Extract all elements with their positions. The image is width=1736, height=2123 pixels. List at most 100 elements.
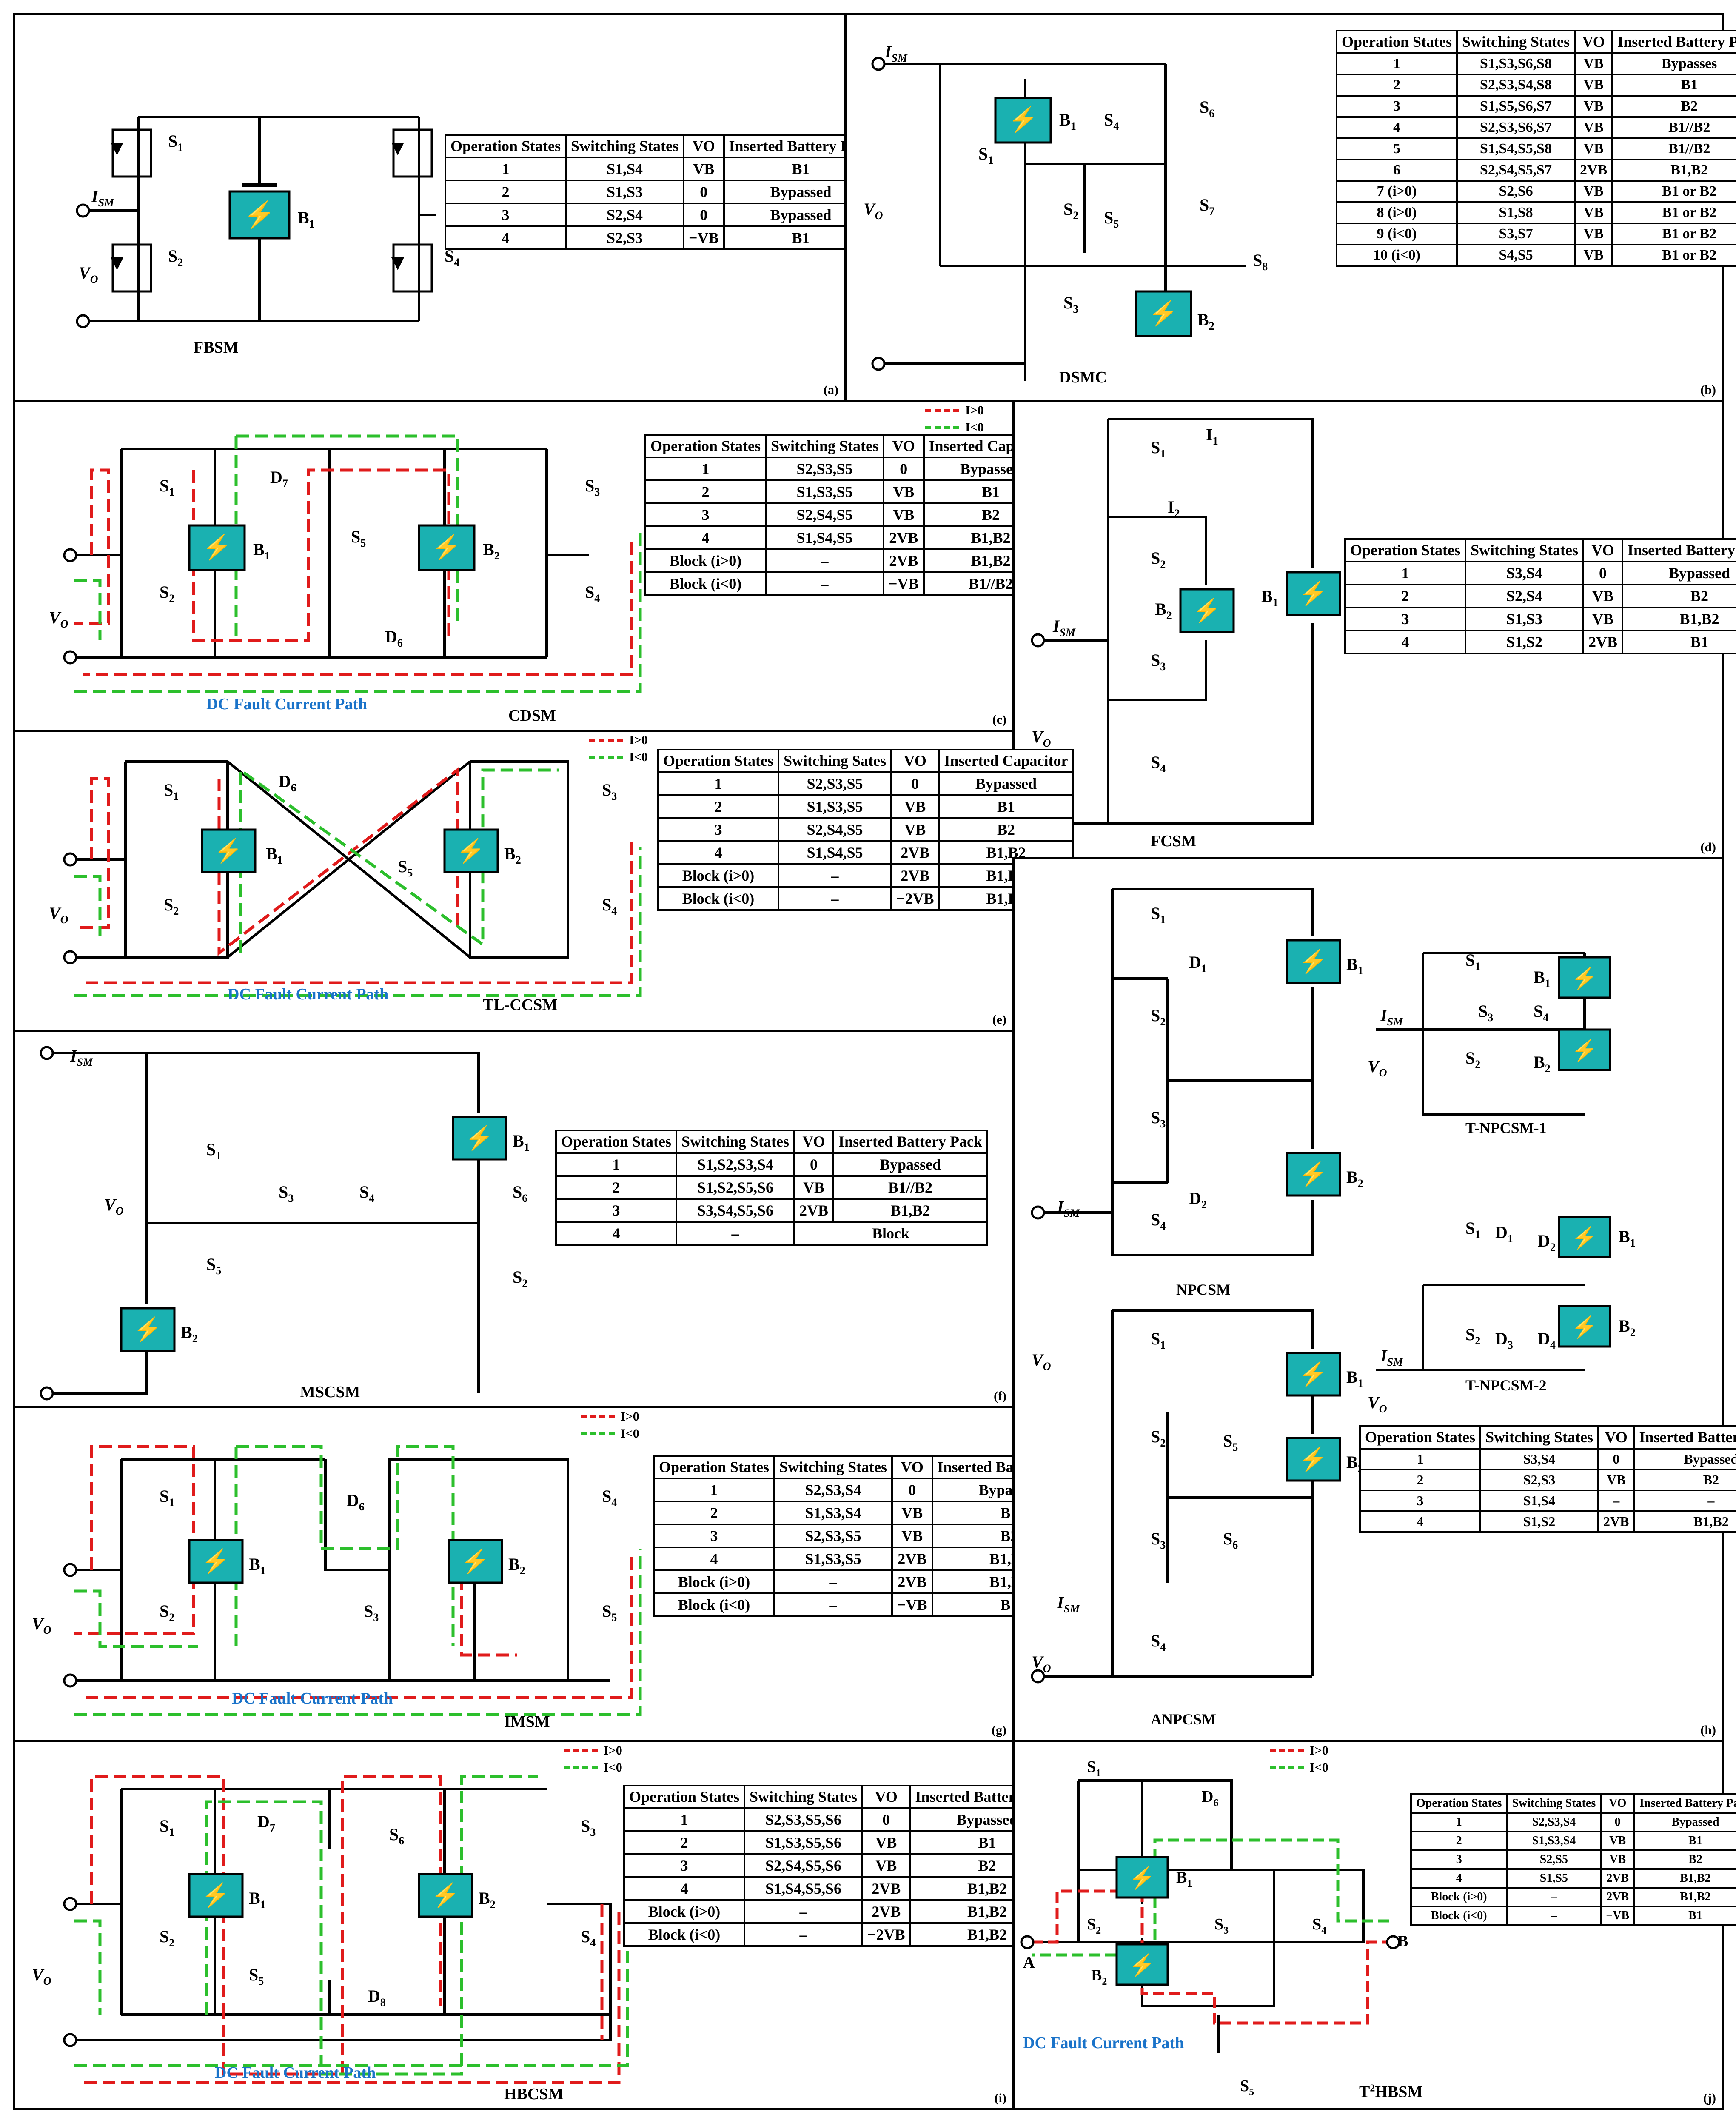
svg-text:S6: S6 xyxy=(389,1825,404,1847)
table-cell: S2,S3,S4,S8 xyxy=(1456,74,1576,97)
legend-i: I>0 I<0 xyxy=(564,1742,622,1776)
table-cell: B1 or B2 xyxy=(1611,244,1736,267)
panel-b-label: (b) xyxy=(1700,383,1716,397)
table-cell: VB xyxy=(1574,52,1613,76)
table-cell: −2VB xyxy=(890,886,940,911)
table-cell: 2 xyxy=(657,794,779,819)
svg-text:⚡: ⚡ xyxy=(1299,1446,1327,1473)
svg-text:S2: S2 xyxy=(160,582,174,605)
table-cell: S2,S4 xyxy=(564,203,685,228)
svg-text:S1: S1 xyxy=(1151,1329,1166,1351)
svg-text:B1: B1 xyxy=(1261,587,1278,609)
svg-text:⚡: ⚡ xyxy=(1571,1038,1598,1063)
table-cell: 2 xyxy=(445,180,567,205)
panel-g-label: (g) xyxy=(992,1723,1006,1737)
table-cell: 1 xyxy=(657,771,779,796)
table-header-cell: Operation States xyxy=(1359,1425,1481,1450)
table-cell: 3 xyxy=(623,1853,745,1878)
path-ipos xyxy=(74,468,633,676)
table-cell: – xyxy=(743,1899,864,1924)
table-cell: – xyxy=(675,1221,795,1246)
svg-text:S6: S6 xyxy=(1200,97,1214,120)
table-cell: Block (i<0) xyxy=(1410,1906,1508,1926)
table-cell: 3 xyxy=(1336,95,1458,118)
svg-text:D2: D2 xyxy=(1189,1189,1207,1211)
table-cell: S2,S3,S5 xyxy=(777,771,892,796)
hbcsm-schematic: ⚡ ⚡ B1 B2 S1 S2 S3 S4 S5 S6 D7 D8 VO xyxy=(32,1775,629,2084)
table-header-cell: Operation States xyxy=(1336,29,1458,54)
svg-text:ISM: ISM xyxy=(1057,1593,1080,1615)
svg-text:ISM: ISM xyxy=(1380,1006,1403,1028)
panel-g-title: IMSM xyxy=(504,1713,550,1731)
table-cell: −VB xyxy=(683,225,725,251)
svg-text:B2: B2 xyxy=(1197,310,1214,332)
table-header-cell: Switching States xyxy=(1479,1425,1599,1450)
table-cell: – xyxy=(773,1569,893,1595)
panel-e: ⚡ ⚡ B1 B2 S1 S2 S3 S4 S5 D6 VO DC Fault … xyxy=(13,730,1074,1032)
table-header-cell: Operation States xyxy=(657,748,779,773)
fbsm-schematic: ⚡ B1 S1 S2 S3 S4 ISM VO xyxy=(76,116,459,328)
panel-c: ⚡ ⚡ B1 B2 S1 S2 S3 S4 S5 D6 D7 VO DC Fau… xyxy=(13,400,1059,732)
svg-text:S6: S6 xyxy=(513,1182,527,1204)
dsmc-schematic: ⚡ ⚡ B1 B2 S1 S2 S3 S4 S5 S6 S7 S8 ISM VO xyxy=(864,42,1268,381)
svg-text:VO: VO xyxy=(1368,1057,1387,1079)
table-cell: VB xyxy=(1574,201,1613,225)
table-cell: 0 xyxy=(890,771,940,796)
svg-text:S1: S1 xyxy=(978,144,993,166)
svg-text:VO: VO xyxy=(1368,1393,1387,1415)
svg-text:B2: B2 xyxy=(1619,1316,1636,1338)
table-cell: Bypassed xyxy=(1633,1812,1736,1833)
panel-i-title: HBCSM xyxy=(504,2085,564,2103)
table-cell: S3,S7 xyxy=(1456,223,1576,246)
svg-text:S3: S3 xyxy=(1214,1915,1229,1936)
table-cell: S2,S4,S5,S6 xyxy=(743,1853,864,1878)
svg-text:S6: S6 xyxy=(1223,1529,1238,1551)
svg-text:D8: D8 xyxy=(368,1986,386,2009)
table-cell: 5 xyxy=(1336,137,1458,161)
table-header-cell: Inserted Capacitor xyxy=(938,748,1074,773)
svg-text:D6: D6 xyxy=(279,772,296,794)
svg-text:S2: S2 xyxy=(160,1927,174,1949)
svg-text:S3: S3 xyxy=(1063,293,1078,315)
svg-text:VO: VO xyxy=(79,263,98,285)
table-cell: 2VB xyxy=(1582,630,1624,655)
svg-text:⚡: ⚡ xyxy=(1129,1953,1155,1978)
table-cell: VB xyxy=(1574,74,1613,97)
table-cell: VB xyxy=(1600,1831,1636,1852)
table-header-cell: Switching States xyxy=(1506,1793,1602,1814)
svg-text:⚡: ⚡ xyxy=(1299,1161,1327,1188)
table-cell: Block (i>0) xyxy=(644,548,767,574)
table-cell: 1 xyxy=(1344,561,1466,586)
table-cell: B2 xyxy=(1611,95,1736,118)
table-cell: 1 xyxy=(644,457,767,482)
table-cell: S2,S3,S4 xyxy=(773,1478,893,1503)
table-cell: VB xyxy=(890,817,940,842)
table-cell: 3 xyxy=(445,203,567,228)
svg-text:⚡: ⚡ xyxy=(461,1548,489,1575)
svg-text:ISM: ISM xyxy=(1052,616,1076,639)
table-cell: – xyxy=(1506,1887,1602,1908)
table-cell: S1,S8 xyxy=(1456,201,1576,225)
svg-text:D3: D3 xyxy=(1495,1329,1513,1351)
table-cell: VB xyxy=(1574,116,1613,140)
svg-text:⚡: ⚡ xyxy=(1571,1315,1598,1340)
table-header-cell: VO xyxy=(1600,1793,1636,1814)
table-cell: 3 xyxy=(653,1524,775,1549)
battery-b1: ⚡ B1 xyxy=(228,183,315,240)
svg-text:S4: S4 xyxy=(602,1487,617,1509)
table-cell: S3,S4 xyxy=(1464,561,1585,586)
table-cell: −VB xyxy=(883,571,925,596)
svg-text:B1: B1 xyxy=(1619,1227,1636,1249)
svg-text:S5: S5 xyxy=(1223,1431,1238,1453)
panel-i: ⚡ ⚡ B1 B2 S1 S2 S3 S4 S5 S6 D7 D8 VO DC … xyxy=(13,1740,1065,2110)
table-header-cell: Operation States xyxy=(1344,538,1466,563)
table-cell: 3 xyxy=(555,1198,677,1223)
panel-e-label: (e) xyxy=(992,1013,1006,1027)
table-header-cell: Operation States xyxy=(644,434,767,459)
svg-text:B2: B2 xyxy=(1155,599,1172,622)
table-cell: S1,S4 xyxy=(564,157,685,182)
table-cell: – xyxy=(743,1922,864,1947)
